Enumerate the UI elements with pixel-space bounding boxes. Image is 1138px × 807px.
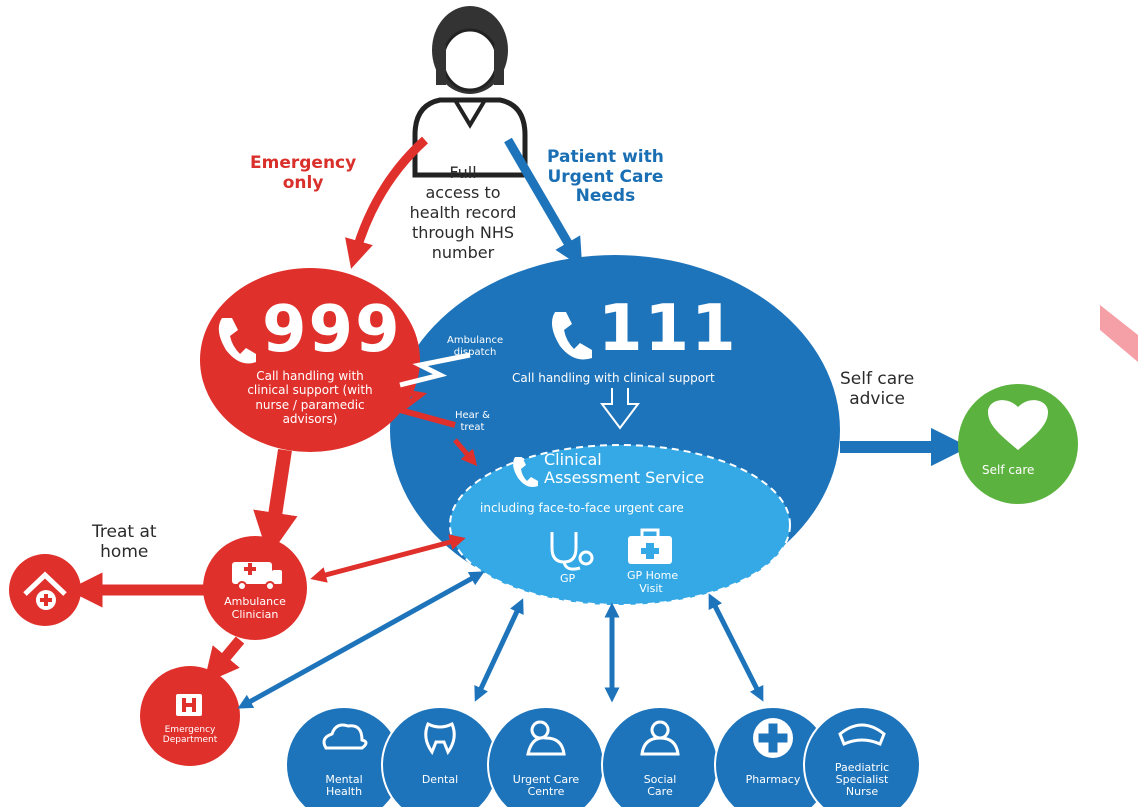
edge-decoration: [1100, 305, 1138, 362]
home-circle: [9, 554, 81, 626]
service-111-description: Call handling with clinical support: [512, 371, 715, 385]
medical-bag-icon: [628, 528, 672, 564]
ambulance-to-ed-arrow: [203, 636, 245, 684]
ambulance-clinician-circle: [203, 536, 307, 640]
service-circle-paediatric-nurse: [803, 706, 921, 807]
service-label-line: Pharmacy: [745, 773, 801, 786]
home-icon: [23, 571, 67, 610]
ambulance-dispatch-arrow: [399, 352, 471, 388]
self-care-label: Self care: [982, 463, 1035, 477]
phone-icon-999: [218, 318, 256, 364]
down-outline-arrow: [600, 388, 640, 430]
hear-treat-arrow: [364, 382, 456, 428]
gp-label: GP: [560, 572, 576, 585]
service-label-line: Centre: [527, 785, 565, 799]
service-label-line: Urgent Care: [512, 773, 580, 786]
service-111-number: 111: [598, 292, 738, 366]
service-arrow-1: [474, 598, 524, 702]
health-record-text: Full access to health record through NHS…: [409, 163, 517, 262]
service-label-line: Nurse: [845, 785, 879, 799]
emergency-arrow: [345, 136, 429, 269]
hear-treat-label: Hear &treat: [455, 410, 490, 433]
nurse-hat-icon: [838, 723, 886, 747]
service-label-line: Paediatric: [834, 761, 890, 774]
phone-icon-clinical: [513, 457, 538, 487]
999-to-ambulance-arrow: [253, 448, 298, 558]
emergency-department-double-arrow: [237, 571, 485, 709]
clinician-icon: [526, 720, 566, 756]
carer-icon: [640, 720, 680, 756]
ambulance-clinician-double-arrow: [310, 534, 466, 583]
service-label-line: Care: [647, 785, 673, 799]
urgent-care-arrow: [504, 137, 583, 268]
service-label-line: Mental: [325, 773, 363, 786]
stethoscope-icon: [550, 532, 594, 571]
service-label-line: Health: [325, 785, 363, 799]
cloud-icon: [322, 723, 368, 750]
patient-person-icon: [412, 6, 528, 178]
service-arrow-3: [708, 593, 764, 702]
services-row: [285, 706, 921, 807]
phone-icon-111: [551, 312, 592, 360]
service-999-description: Call handling with clinical support (wit…: [247, 369, 373, 427]
service-label-dental: Dental: [395, 773, 485, 786]
hospital-icon: [176, 694, 202, 716]
service-label-line: Specialist: [835, 773, 889, 787]
tooth-icon: [424, 721, 456, 756]
service-999-circle: [200, 268, 420, 452]
service-label-line: Dental: [421, 773, 459, 786]
cross-icon: [755, 720, 791, 756]
service-circle-dental: [381, 706, 499, 807]
clinical-assessment-subtitle: including face-to-face urgent care: [480, 501, 684, 515]
heart-icon: [988, 400, 1048, 450]
service-999-number: 999: [262, 293, 402, 367]
service-label-line: Social: [643, 773, 677, 786]
service-label-pharmacy: Pharmacy: [728, 773, 818, 786]
